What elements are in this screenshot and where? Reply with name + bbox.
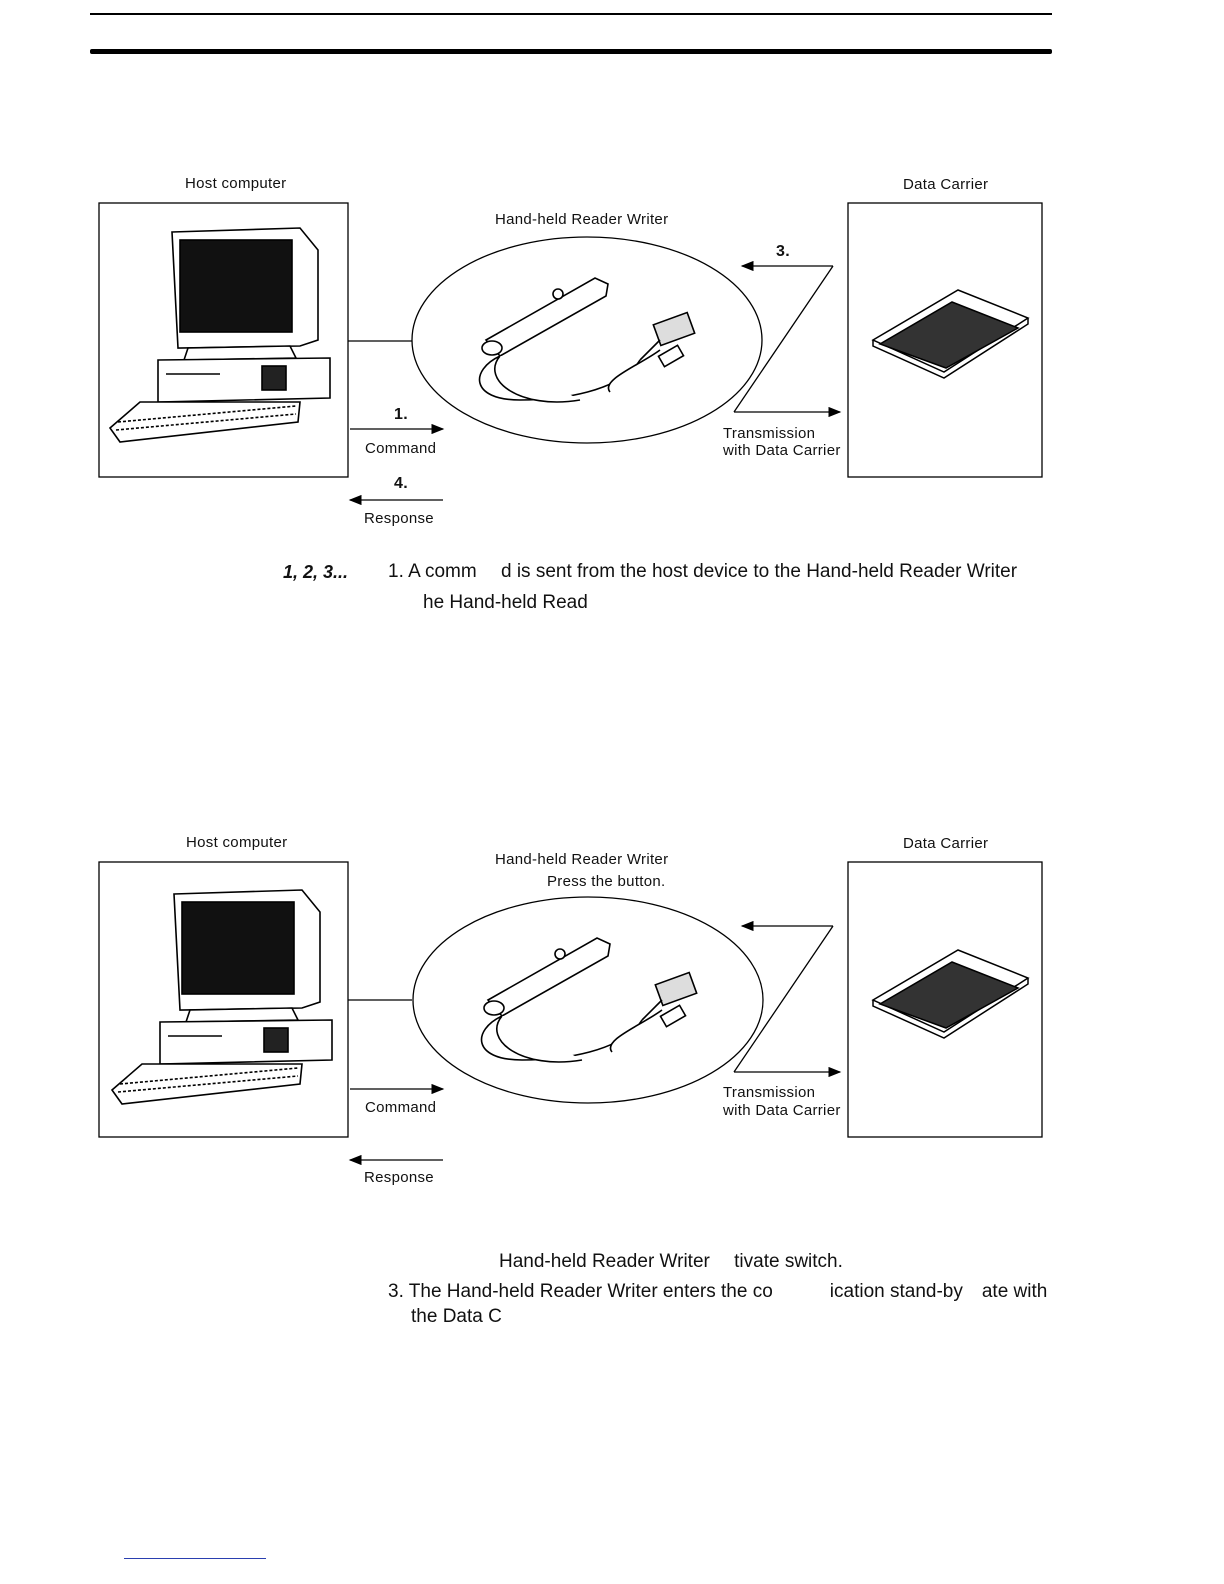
transmission-label-2-line1: Transmission (723, 1084, 816, 1101)
host-computer-label-2: Host computer (186, 834, 288, 851)
footer-link-underline[interactable] (124, 1558, 266, 1559)
command-label: Command (365, 440, 437, 457)
press-button-label: Press the button. (547, 873, 666, 890)
carrier-box (847, 202, 1043, 478)
figure-2-drawing (98, 861, 1043, 1166)
step-4-label: 4. (394, 475, 408, 492)
step-1-label: 1. (394, 406, 408, 423)
response-label-2: Response (364, 1169, 434, 1186)
host-computer-icon (110, 889, 333, 1105)
transmission-label-line1: Transmission (723, 425, 816, 442)
host-computer-icon (108, 227, 331, 443)
data-carrier-label: Data Carrier (903, 176, 989, 193)
host-box (98, 202, 349, 478)
host-computer-label: Host computer (185, 175, 287, 192)
response-label: Response (364, 510, 434, 527)
reader-writer-label-2: Hand-held Reader Writer (495, 851, 669, 868)
step-3-text: 3. The Hand-held Reader Writer enters th… (388, 1281, 1048, 1302)
transmission-label-line2: with Data Carrier (723, 442, 841, 459)
header-rule-thin (90, 13, 1052, 15)
transmission-label-2-line2: with Data Carrier (723, 1102, 841, 1119)
header-rule-thick (90, 49, 1052, 54)
step-3-text-cont: the Data C (411, 1306, 502, 1327)
carrier-box-2 (847, 861, 1043, 1138)
reader-writer-icon (480, 937, 698, 1063)
step-3-label: 3. (776, 243, 790, 260)
figure-1: Host computer Hand-held Reader Writer Da… (0, 160, 1224, 527)
step-1-text-cont: he Hand-held Read (423, 592, 588, 613)
data-carrier-label-2: Data Carrier (903, 835, 989, 852)
figure-2: Host computer Hand-held Reader Writer Pr… (0, 820, 1224, 1186)
step-2-text: Hand-held Reader Writer tivate switch. (499, 1251, 843, 1272)
step-list-marker: 1, 2, 3... (283, 562, 349, 582)
reader-writer-label: Hand-held Reader Writer (495, 211, 669, 228)
data-carrier-icon (871, 289, 1030, 379)
data-carrier-icon (871, 949, 1030, 1039)
reader-ellipse-2 (412, 896, 764, 1104)
figure-1-drawing (98, 202, 1043, 506)
command-label-2: Command (365, 1099, 437, 1116)
reader-writer-icon (478, 277, 696, 403)
step-1-text: 1. A comm d is sent from the host device… (388, 561, 1018, 582)
reader-ellipse (411, 236, 763, 444)
